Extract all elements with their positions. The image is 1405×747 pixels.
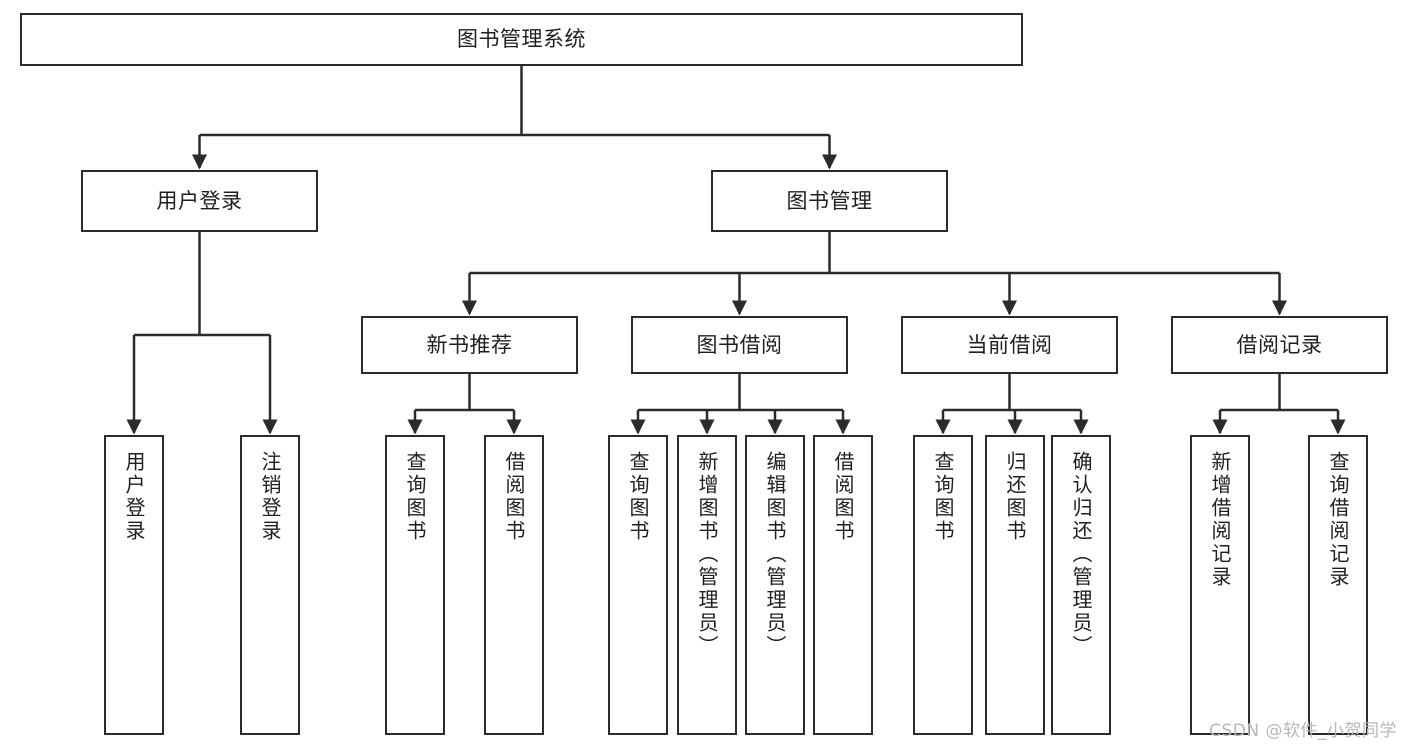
node-label-leaf-user-login: 用户登录: [122, 451, 146, 543]
node-leaf-query-book-1[interactable]: 查询图书: [385, 435, 445, 735]
node-root[interactable]: 图书管理系统: [20, 13, 1023, 66]
node-label-borrow-record: 借阅记录: [1236, 332, 1323, 357]
node-label-book-manage: 图书管理: [786, 188, 873, 213]
node-current-borrow[interactable]: 当前借阅: [901, 316, 1118, 374]
node-label-leaf-add-record: 新增借阅记录: [1208, 451, 1232, 589]
node-leaf-edit-book[interactable]: 编辑图书（管理员）: [745, 435, 805, 735]
node-borrow-record[interactable]: 借阅记录: [1171, 316, 1388, 374]
node-book-borrow[interactable]: 图书借阅: [631, 316, 848, 374]
node-leaf-user-login[interactable]: 用户登录: [104, 435, 164, 735]
node-leaf-query-book-2[interactable]: 查询图书: [608, 435, 668, 735]
node-label-leaf-confirm-return: 确认归还（管理员）: [1069, 451, 1093, 658]
node-leaf-user-logout[interactable]: 注销登录: [240, 435, 300, 735]
node-label-leaf-query-record: 查询借阅记录: [1326, 451, 1350, 589]
node-book-manage[interactable]: 图书管理: [711, 170, 948, 232]
node-label-leaf-user-logout: 注销登录: [258, 451, 282, 543]
node-label-book-borrow: 图书借阅: [696, 332, 783, 357]
node-leaf-query-book-3[interactable]: 查询图书: [913, 435, 973, 735]
node-leaf-add-record[interactable]: 新增借阅记录: [1190, 435, 1250, 735]
node-label-leaf-add-book: 新增图书（管理员）: [695, 451, 719, 658]
node-label-user-login: 用户登录: [156, 188, 243, 213]
node-label-leaf-query-book-3: 查询图书: [931, 451, 955, 543]
node-label-root: 图书管理系统: [457, 27, 586, 52]
node-leaf-return-book[interactable]: 归还图书: [985, 435, 1045, 735]
node-label-leaf-borrow-book-1: 借阅图书: [502, 451, 526, 543]
node-new-book-recommend[interactable]: 新书推荐: [361, 316, 578, 374]
node-label-leaf-query-book-1: 查询图书: [403, 451, 427, 543]
node-label-new-book-recommend: 新书推荐: [426, 332, 513, 357]
node-leaf-borrow-book-1[interactable]: 借阅图书: [484, 435, 544, 735]
node-label-leaf-return-book: 归还图书: [1003, 451, 1027, 543]
node-leaf-borrow-book-2[interactable]: 借阅图书: [813, 435, 873, 735]
node-leaf-query-record[interactable]: 查询借阅记录: [1308, 435, 1368, 735]
node-leaf-confirm-return[interactable]: 确认归还（管理员）: [1051, 435, 1111, 735]
node-label-leaf-borrow-book-2: 借阅图书: [831, 451, 855, 543]
node-leaf-add-book[interactable]: 新增图书（管理员）: [677, 435, 737, 735]
node-label-leaf-query-book-2: 查询图书: [626, 451, 650, 543]
node-label-leaf-edit-book: 编辑图书（管理员）: [763, 451, 787, 658]
node-label-current-borrow: 当前借阅: [966, 332, 1053, 357]
node-user-login[interactable]: 用户登录: [81, 170, 318, 232]
